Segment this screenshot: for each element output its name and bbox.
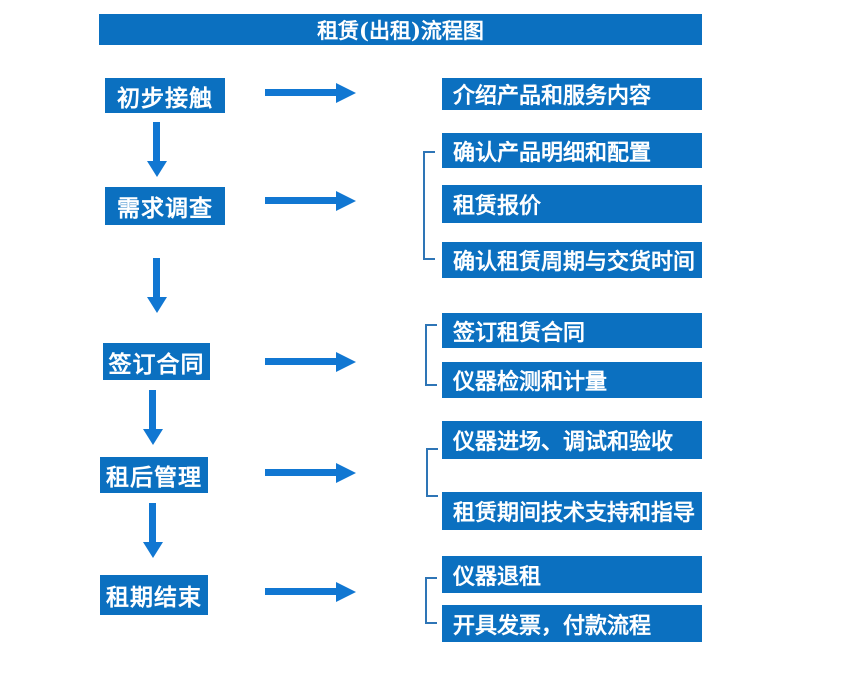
detail-introduce-products: 介绍产品和服务内容 bbox=[442, 78, 702, 110]
down-arrow-head bbox=[143, 429, 163, 445]
step-demand-survey: 需求调查 bbox=[105, 187, 225, 225]
right-arrow-head bbox=[336, 463, 356, 483]
step-sign-contract: 签订合同 bbox=[103, 343, 210, 380]
detail-rental-quotation: 租赁报价 bbox=[442, 185, 702, 223]
down-arrow-shaft bbox=[153, 258, 160, 297]
right-arrow-icon bbox=[265, 191, 356, 211]
right-arrow-icon bbox=[265, 582, 356, 602]
right-arrow-shaft bbox=[265, 469, 337, 476]
right-arrow-icon bbox=[265, 352, 356, 372]
down-arrow-icon bbox=[147, 122, 167, 177]
right-arrow-shaft bbox=[265, 588, 337, 595]
detail-instrument-testing: 仪器检测和计量 bbox=[442, 362, 702, 398]
group-bracket bbox=[425, 324, 437, 386]
down-arrow-icon bbox=[143, 390, 163, 445]
right-arrow-icon bbox=[265, 83, 356, 103]
step-rental-end: 租期结束 bbox=[100, 575, 208, 615]
detail-sign-rental-contract: 签订租赁合同 bbox=[442, 313, 702, 348]
step-post-rental-management: 租后管理 bbox=[100, 457, 208, 493]
detail-rental-tech-support: 租赁期间技术支持和指导 bbox=[442, 492, 702, 530]
flowchart-title: 租赁(出租)流程图 bbox=[99, 14, 702, 45]
right-arrow-shaft bbox=[265, 89, 337, 96]
right-arrow-head bbox=[336, 191, 356, 211]
detail-invoice-payment: 开具发票，付款流程 bbox=[442, 605, 702, 642]
detail-confirm-product-details: 确认产品明细和配置 bbox=[442, 133, 702, 168]
down-arrow-head bbox=[143, 542, 163, 558]
right-arrow-icon bbox=[265, 463, 356, 483]
group-bracket bbox=[426, 448, 438, 497]
group-bracket bbox=[423, 151, 435, 260]
right-arrow-head bbox=[336, 582, 356, 602]
down-arrow-shaft bbox=[153, 122, 160, 161]
down-arrow-head bbox=[147, 161, 167, 177]
down-arrow-icon bbox=[147, 258, 167, 313]
detail-confirm-rental-period: 确认租赁周期与交货时间 bbox=[442, 242, 702, 278]
down-arrow-icon bbox=[143, 503, 163, 558]
step-initial-contact: 初步接触 bbox=[105, 78, 225, 113]
detail-instrument-setup-acceptance: 仪器进场、调试和验收 bbox=[442, 421, 702, 459]
right-arrow-head bbox=[336, 83, 356, 103]
right-arrow-head bbox=[336, 352, 356, 372]
down-arrow-shaft bbox=[149, 390, 156, 429]
down-arrow-head bbox=[147, 297, 167, 313]
group-bracket bbox=[425, 577, 437, 624]
right-arrow-shaft bbox=[265, 197, 337, 204]
detail-instrument-return: 仪器退租 bbox=[442, 556, 702, 593]
down-arrow-shaft bbox=[149, 503, 156, 542]
right-arrow-shaft bbox=[265, 358, 337, 365]
